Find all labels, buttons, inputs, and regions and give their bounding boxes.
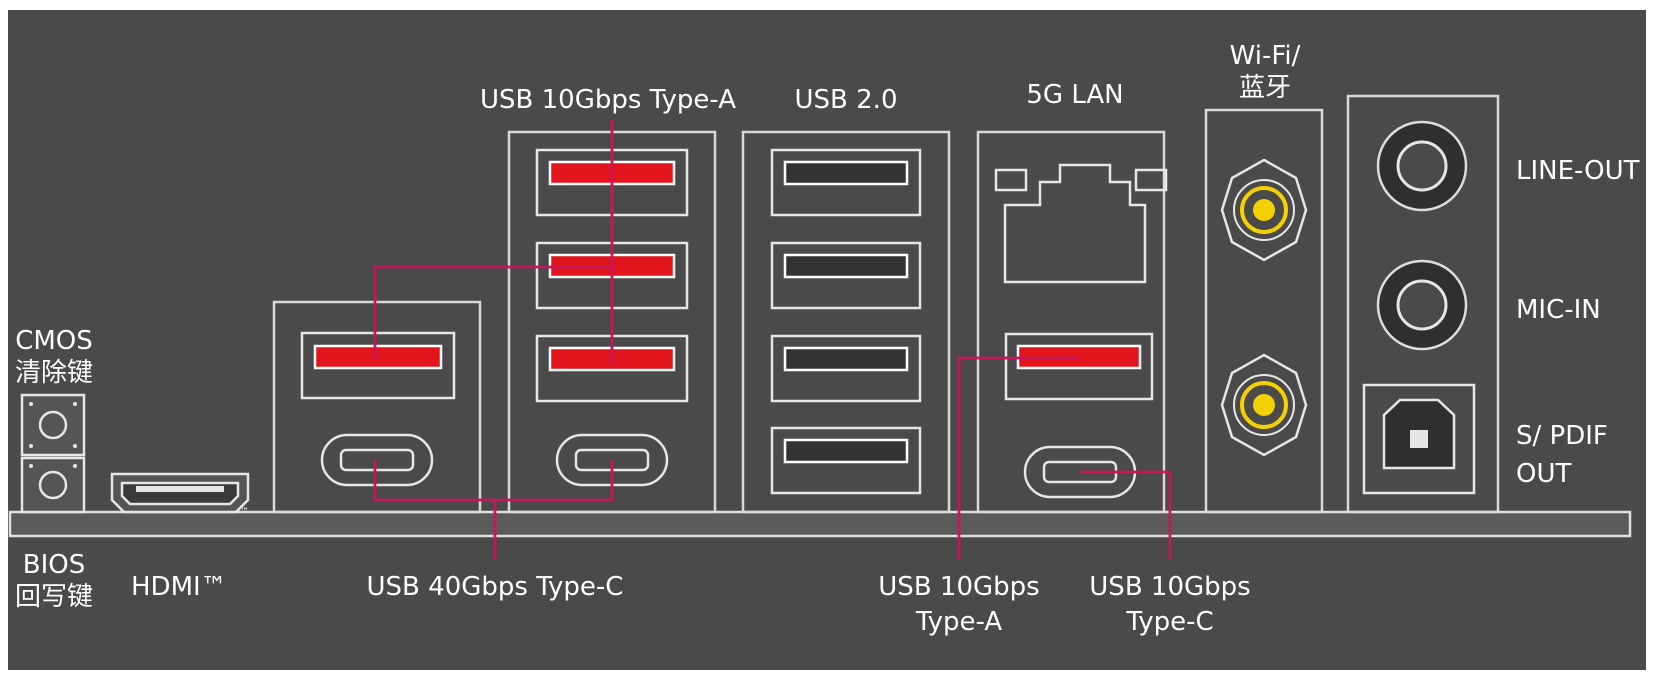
usb10-typec-bottom-label-line2: Type-C	[1125, 607, 1213, 637]
bios-label-line1: BIOS	[23, 550, 85, 580]
bios-flashback-button	[20, 456, 86, 514]
usb20-group-box	[741, 130, 951, 514]
spdif-out-port	[1362, 383, 1476, 495]
lan-group-box	[976, 130, 1166, 514]
line-out-jack	[1376, 120, 1468, 212]
hdmi-tm-mark: ™	[240, 507, 249, 517]
board-edge-rail	[8, 510, 1632, 538]
audio-group-box	[1346, 94, 1500, 514]
usb10-typec-bottom-label-line1: USB 10Gbps	[1089, 572, 1250, 602]
lan-label: 5G LAN	[1026, 80, 1123, 110]
usb10-typea-bottom-label-line1: USB 10Gbps	[878, 572, 1039, 602]
usb10-typea-bottom-label-line2: Type-A	[915, 607, 1003, 637]
leader-usb10-typea-bottom	[957, 356, 1080, 560]
panel-background	[8, 10, 1646, 670]
usb20-port-2	[770, 241, 922, 310]
mic-in-label: MIC-IN	[1516, 295, 1601, 325]
usb-typec-port-1	[320, 433, 434, 487]
cmos-label-line1: CMOS	[15, 326, 93, 356]
mic-in-jack	[1376, 259, 1468, 351]
usb20-port-1	[770, 148, 922, 217]
usb-typea-port-1	[300, 331, 456, 400]
usb20-label: USB 2.0	[795, 85, 898, 115]
usb20-port-3	[770, 334, 922, 403]
antenna-connector-2	[1220, 353, 1308, 457]
usb40-typec-label: USB 40Gbps Type-C	[367, 572, 624, 602]
bios-label-line2: 回写键	[15, 582, 93, 612]
antenna-connector-1	[1220, 158, 1308, 262]
leader-usb40-typec-bracket	[373, 460, 614, 502]
rj45-lan-port	[994, 163, 1168, 284]
wifi-group-box	[1204, 108, 1324, 514]
usb40-group-box	[272, 300, 482, 514]
hdmi-label: HDMI™	[131, 572, 227, 602]
cmos-clear-button	[20, 393, 86, 457]
spdif-label-line2: OUT	[1516, 459, 1571, 489]
cmos-label-line2: 清除键	[15, 358, 93, 388]
hdmi-port	[110, 472, 250, 514]
line-out-label: LINE-OUT	[1516, 156, 1640, 186]
spdif-label-line1: S/ PDIF	[1516, 421, 1608, 451]
usb10-typea-top-label: USB 10Gbps Type-A	[480, 85, 736, 115]
leader-usb10-typec-bottom	[1080, 470, 1172, 560]
wifi-label-line1: Wi-Fi/	[1230, 41, 1301, 71]
usb20-port-4	[770, 426, 922, 495]
leader-usb40-typea-link	[373, 265, 612, 360]
wifi-label-line2: 蓝牙	[1239, 73, 1291, 103]
